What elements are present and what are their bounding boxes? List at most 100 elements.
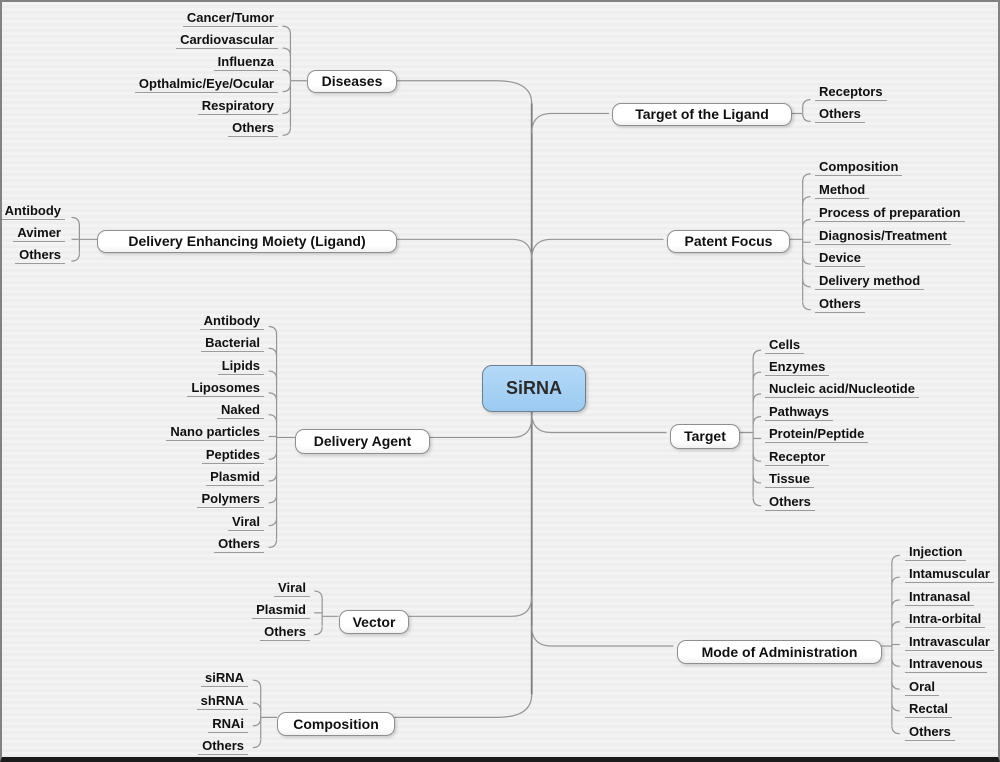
connector-path [268, 325, 278, 335]
branch-node-composition[interactable]: Composition [277, 712, 395, 736]
leaf-node[interactable]: Nucleic acid/Nucleotide [765, 381, 919, 398]
leaf-node[interactable]: Intravenous [905, 656, 987, 673]
connector-path [802, 173, 811, 182]
leaf-node[interactable]: Delivery method [815, 273, 925, 290]
leaf-node[interactable]: Others [905, 724, 955, 741]
branch-node-target[interactable]: Target [670, 424, 740, 449]
connector-path [282, 25, 292, 35]
leaf-node[interactable]: Method [815, 182, 870, 199]
leaf-node[interactable]: Intranasal [905, 589, 975, 606]
connector-path [752, 349, 762, 359]
branch-node-diseases[interactable]: Diseases [307, 70, 397, 93]
leaf-node[interactable]: Lipids [217, 358, 264, 375]
connector-path [252, 679, 262, 689]
leaf-node[interactable]: Cardiovascular [176, 32, 278, 49]
connector-path [407, 596, 533, 617]
leaf-node[interactable]: Intravascular [905, 634, 994, 651]
branch-node-target-of-the-ligand[interactable]: Target of the Ligand [612, 103, 792, 126]
connector-path [268, 517, 278, 527]
leaf-node[interactable]: Nano particles [166, 424, 264, 441]
leaf-node[interactable]: Others [260, 624, 310, 641]
leaf-node[interactable]: Others [214, 536, 264, 553]
branch-node-patent-focus[interactable]: Patent Focus [667, 230, 790, 253]
leaf-node[interactable]: Tissue [765, 471, 814, 488]
connector-path [282, 47, 292, 57]
leaf-node[interactable]: Composition [815, 159, 903, 176]
leaf-node[interactable]: Influenza [213, 54, 278, 71]
connector-path [71, 253, 80, 262]
connector-path [752, 453, 762, 462]
leaf-node[interactable]: Injection [905, 544, 967, 561]
leaf-node[interactable]: Enzymes [765, 359, 830, 376]
leaf-node[interactable]: Receptor [765, 449, 830, 466]
leaf-node[interactable]: Cancer/Tumor [182, 10, 278, 27]
connector-path [393, 694, 533, 718]
connector-path [891, 702, 900, 712]
connector-path [802, 99, 811, 108]
leaf-node[interactable]: Liposomes [187, 380, 264, 397]
connector-path [531, 626, 674, 647]
connector-path [282, 83, 292, 93]
connector-path [268, 473, 278, 482]
leaf-node[interactable]: Diagnosis/Treatment [815, 228, 951, 245]
leaf-node[interactable]: siRNA [200, 670, 248, 687]
leaf-node[interactable]: Polymers [197, 491, 264, 508]
leaf-node[interactable]: Plasmid [252, 602, 310, 619]
leaf-node[interactable]: Cells [765, 337, 805, 354]
center-node-sirna[interactable]: SiRNA [482, 365, 586, 412]
connector-path [891, 576, 900, 586]
leaf-node[interactable]: Viral [228, 514, 264, 531]
leaf-node[interactable]: Antibody [199, 313, 264, 330]
leaf-node[interactable]: Peptides [201, 447, 264, 464]
connector-path [252, 702, 262, 711]
leaf-node[interactable]: Others [198, 738, 248, 755]
connector-path [268, 414, 278, 423]
connector-path [891, 599, 900, 608]
leaf-node[interactable]: Process of preparation [815, 205, 965, 222]
leaf-node[interactable]: Intamuscular [905, 566, 994, 583]
leaf-node[interactable]: Avimer [13, 225, 65, 242]
branch-node-delivery-enhancing-moiety-ligand[interactable]: Delivery Enhancing Moiety (Ligand) [97, 230, 397, 253]
branch-node-mode-of-administration[interactable]: Mode of Administration [677, 640, 882, 664]
branch-node-delivery-agent[interactable]: Delivery Agent [295, 429, 430, 454]
connector-path [268, 370, 278, 380]
leaf-node[interactable]: Pathways [765, 404, 833, 421]
connector-path [752, 497, 762, 507]
connector-path [752, 475, 762, 484]
leaf-node[interactable]: Others [815, 296, 865, 313]
leaf-node[interactable]: Protein/Peptide [765, 426, 869, 443]
leaf-node[interactable]: Others [228, 120, 278, 137]
branch-node-vector[interactable]: Vector [339, 610, 409, 634]
leaf-node[interactable]: Opthalmic/Eye/Ocular [134, 76, 278, 93]
leaf-node[interactable]: Device [815, 250, 865, 267]
connector-path [531, 412, 667, 434]
leaf-node[interactable]: Receptors [815, 84, 887, 101]
leaf-node[interactable]: Bacterial [201, 335, 264, 352]
connector-path [752, 393, 762, 402]
leaf-node[interactable]: Naked [216, 402, 264, 419]
leaf-node[interactable]: Viral [274, 580, 310, 597]
connector-path [802, 113, 811, 122]
leaf-node[interactable]: RNAi [208, 716, 248, 733]
leaf-node[interactable]: Others [15, 247, 65, 264]
leaf-node[interactable]: Oral [905, 679, 940, 696]
leaf-node[interactable]: Others [815, 106, 865, 123]
leaf-node[interactable]: Respiratory [197, 98, 278, 115]
leaf-node[interactable]: shRNA [196, 693, 248, 710]
connector-path [531, 112, 609, 134]
leaf-node[interactable]: Others [765, 494, 815, 511]
leaf-node[interactable]: Plasmid [206, 469, 264, 486]
connector-path [252, 717, 262, 727]
leaf-node[interactable]: Antibody [2, 203, 65, 220]
connector-path [891, 621, 900, 630]
connector-path [268, 539, 278, 549]
leaf-node[interactable]: Intra-orbital [905, 611, 986, 628]
connector-path [802, 256, 811, 265]
leaf-node[interactable]: Rectal [905, 701, 953, 718]
connector-path [282, 127, 292, 136]
connector-path [752, 371, 762, 381]
connector-path [71, 216, 80, 226]
connector-path [314, 626, 323, 636]
